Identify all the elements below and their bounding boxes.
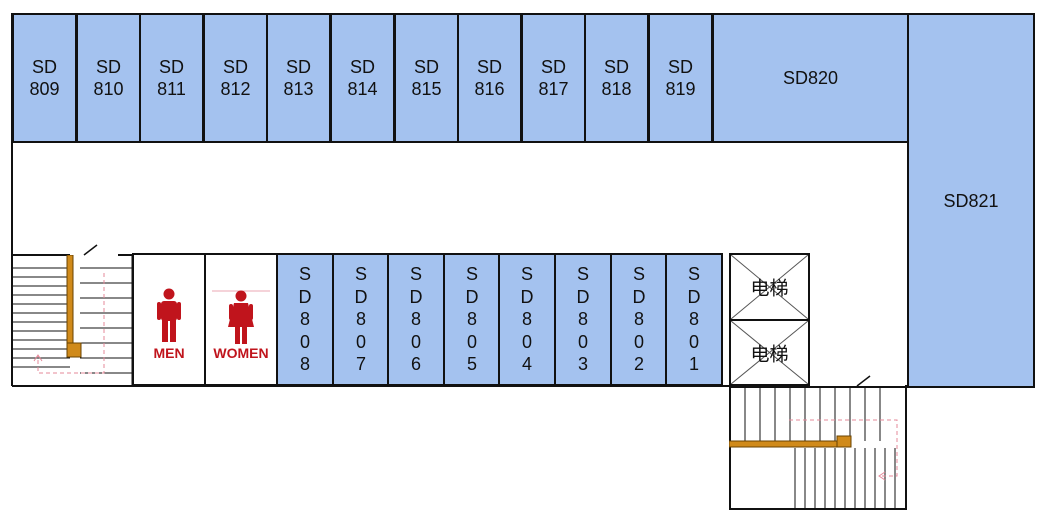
- room-label: SD820: [782, 68, 839, 88]
- elevator-cross-icon: [731, 255, 808, 319]
- room-sd815[interactable]: SD 815: [394, 13, 459, 143]
- restroom-men[interactable]: MEN: [132, 253, 206, 386]
- room-sd812[interactable]: SD 812: [203, 13, 268, 143]
- room-sd805[interactable]: SD805: [443, 253, 501, 386]
- room-sd813[interactable]: SD 813: [266, 13, 331, 143]
- room-label: SD 816: [474, 57, 505, 99]
- room-sd807[interactable]: SD807: [332, 253, 390, 386]
- elevator-label: 电梯: [750, 344, 789, 365]
- stairwell-left: [12, 254, 134, 386]
- restroom-women[interactable]: WOMEN: [204, 253, 278, 386]
- room-label: SD802: [632, 264, 646, 375]
- room-label: SD806: [409, 264, 423, 375]
- room-label: SD803: [576, 264, 590, 375]
- room-sd810[interactable]: SD 810: [76, 13, 141, 143]
- room-label: SD805: [465, 264, 479, 375]
- room-sd821[interactable]: SD821: [907, 13, 1035, 388]
- room-sd811[interactable]: SD 811: [139, 13, 204, 143]
- room-label: SD 819: [665, 57, 696, 99]
- room-sd801[interactable]: SD801: [665, 253, 723, 386]
- room-label: SD 818: [601, 57, 632, 99]
- room-sd809[interactable]: SD 809: [12, 13, 77, 143]
- room-sd816[interactable]: SD 816: [457, 13, 522, 143]
- man-icon: [157, 288, 181, 342]
- room-label: SD 817: [538, 57, 569, 99]
- room-sd804[interactable]: SD804: [498, 253, 556, 386]
- room-label: SD 809: [29, 57, 60, 99]
- room-sd803[interactable]: SD803: [554, 253, 612, 386]
- elevator-cross-icon: [731, 321, 808, 384]
- room-sd818[interactable]: SD 818: [584, 13, 649, 143]
- women-label: WOMEN: [213, 345, 269, 361]
- stairwell-right: [728, 386, 907, 510]
- room-sd819[interactable]: SD 819: [648, 13, 713, 143]
- woman-icon: [212, 290, 270, 344]
- room-label: SD801: [687, 264, 701, 375]
- elevator-1[interactable]: 电梯: [729, 253, 810, 321]
- room-label: SD 814: [347, 57, 378, 99]
- room-label: SD804: [520, 264, 534, 375]
- room-label: SD 815: [411, 57, 442, 99]
- room-sd808[interactable]: SD808: [276, 253, 334, 386]
- stairs-left-icon: [12, 254, 133, 386]
- room-label: SD821: [943, 190, 999, 211]
- room-label: SD 813: [283, 57, 314, 99]
- room-label: SD807: [354, 264, 368, 375]
- room-sd814[interactable]: SD 814: [330, 13, 395, 143]
- elevator-label: 电梯: [750, 278, 789, 300]
- stairs-right-icon: [728, 386, 907, 510]
- room-sd802[interactable]: SD802: [610, 253, 668, 386]
- room-sd820[interactable]: SD820: [712, 13, 909, 143]
- room-sd817[interactable]: SD 817: [521, 13, 586, 143]
- room-sd806[interactable]: SD806: [387, 253, 445, 386]
- men-label: MEN: [153, 345, 185, 361]
- room-label: SD 812: [220, 57, 251, 99]
- elevator-2[interactable]: 电梯: [729, 319, 810, 386]
- room-label: SD808: [298, 264, 312, 375]
- room-label: SD 810: [93, 57, 124, 99]
- room-label: SD 811: [157, 57, 186, 99]
